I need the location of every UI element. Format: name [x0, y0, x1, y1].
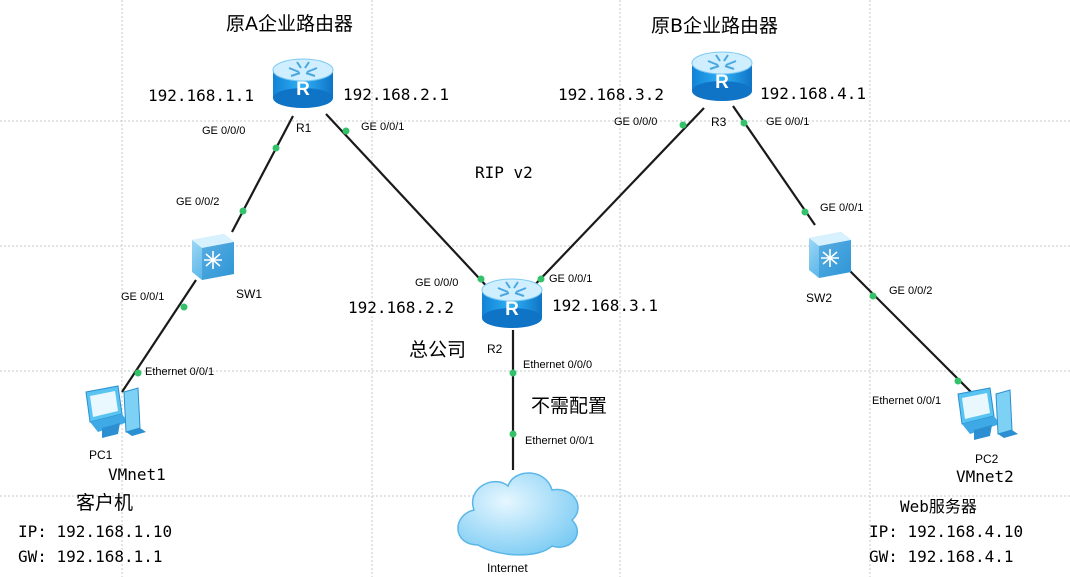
r3-ip-left: 192.168.3.2: [558, 85, 664, 104]
r3-label: R3: [711, 115, 727, 129]
pc1-label: PC1: [89, 448, 113, 462]
internet-label: Internet: [487, 561, 528, 575]
link-sw2-pc2: [844, 265, 976, 397]
pc1-role: 客户机: [76, 492, 134, 514]
pc1-port-eth: Ethernet 0/0/1: [145, 366, 215, 378]
internet-port-eth: Ethernet 0/0/1: [525, 435, 595, 447]
r1-label: R1: [296, 121, 312, 135]
sw2-port-g001: GE 0/0/1: [820, 202, 864, 214]
port-dots: [134, 119, 962, 438]
hq-label: 总公司: [409, 339, 467, 361]
sw1-label: SW1: [236, 287, 263, 301]
title-company-a-router: 原A企业路由器: [226, 13, 353, 35]
pc2-port-eth: Ethernet 0/0/1: [872, 395, 942, 407]
router-r2[interactable]: [481, 278, 543, 329]
r2-ip-right: 192.168.3.1: [552, 296, 658, 315]
pc1-gateway: GW: 192.168.1.1: [18, 547, 163, 566]
link-r2-r3: [527, 107, 705, 293]
router-r1[interactable]: [272, 58, 334, 109]
r1-port-g000: GE 0/0/0: [202, 125, 246, 137]
r3-port-g001: GE 0/0/1: [766, 116, 810, 128]
r1-port-g001: GE 0/0/1: [361, 121, 405, 133]
switch-sw2[interactable]: [808, 231, 852, 279]
r2-port-eth: Ethernet 0/0/0: [523, 359, 593, 371]
r2-ip-left: 192.168.2.2: [348, 298, 454, 317]
r2-port-g001: GE 0/0/1: [549, 273, 593, 285]
pc1-ip: IP: 192.168.1.10: [18, 522, 173, 541]
pc2-role: Web服务器: [900, 497, 977, 516]
pc1-vmnet: VMnet1: [108, 465, 166, 484]
switch-sw1[interactable]: [191, 233, 235, 281]
sw1-port-g001: GE 0/0/1: [121, 291, 165, 303]
protocol-label: RIP v2: [475, 163, 533, 182]
links: [121, 105, 976, 470]
pc-pc2[interactable]: [957, 387, 1019, 441]
r3-ip-right: 192.168.4.1: [760, 84, 866, 103]
link-sw1-pc1: [121, 279, 197, 393]
r1-ip-left: 192.168.1.1: [148, 86, 254, 105]
title-company-b-router: 原B企业路由器: [651, 15, 779, 37]
pc2-vmnet: VMnet2: [956, 467, 1014, 486]
pc2-label: PC2: [975, 452, 999, 466]
sw2-label: SW2: [806, 291, 833, 305]
r2-port-g000: GE 0/0/0: [415, 277, 459, 289]
pc2-gateway: GW: 192.168.4.1: [869, 547, 1014, 566]
link-r1-r2: [325, 113, 493, 293]
sw1-port-g002: GE 0/0/2: [176, 196, 220, 208]
pc-pc1[interactable]: [85, 385, 147, 439]
r3-port-g000: GE 0/0/0: [614, 116, 658, 128]
r1-ip-right: 192.168.2.1: [343, 85, 449, 104]
internet-cloud[interactable]: [457, 472, 579, 556]
r2-label: R2: [487, 342, 503, 356]
pc2-ip: IP: 192.168.4.10: [869, 522, 1024, 541]
sw2-port-g002: GE 0/0/2: [889, 285, 933, 297]
router-r3[interactable]: [691, 51, 753, 102]
link-r3-sw2: [732, 105, 816, 226]
no-config-label: 不需配置: [531, 395, 608, 417]
